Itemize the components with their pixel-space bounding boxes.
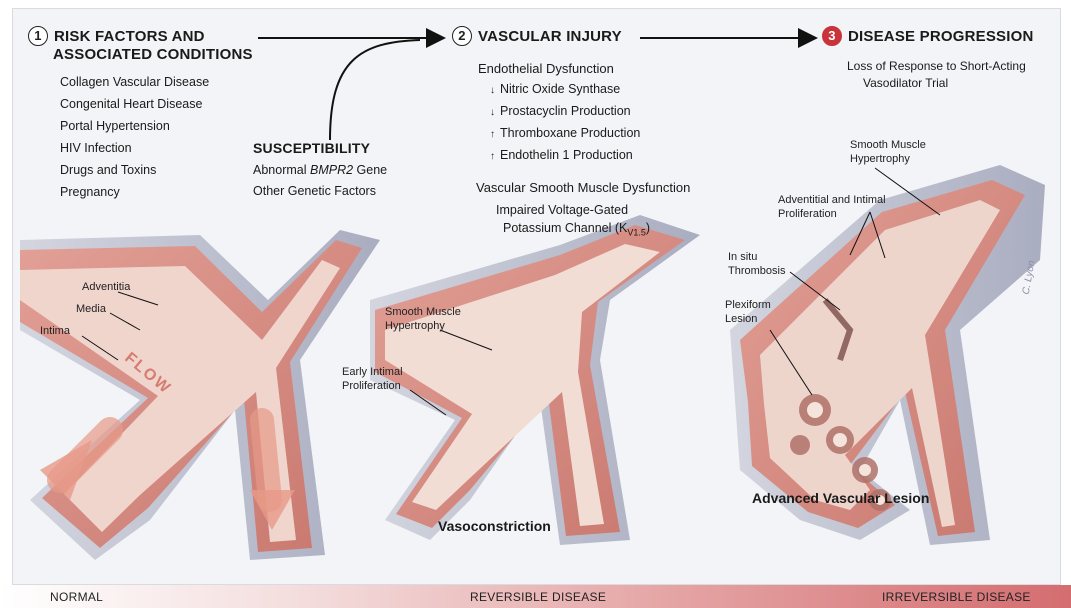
step-1-title-line1: RISK FACTORS AND: [54, 28, 205, 45]
step-1-heading: 1 RISK FACTORS AND: [28, 26, 205, 46]
vascular-injury-block: Endothelial Dysfunction ↓Nitric Oxide Sy…: [478, 58, 640, 167]
risk-factor-item: Drugs and Toxins: [60, 159, 209, 181]
label-intima: Intima: [40, 324, 70, 338]
risk-factor-item: Portal Hypertension: [60, 115, 209, 137]
injury-item: ↓Prostacyclin Production: [490, 101, 640, 123]
label-adventitia: Adventitia: [82, 280, 130, 294]
channel-line2: Potassium Channel (KV1.5): [503, 218, 650, 244]
risk-factor-item: Pregnancy: [60, 181, 209, 203]
susceptibility-block: SUSCEPTIBILITY Abnormal BMPR2 Gene Other…: [253, 140, 387, 202]
bar-label-normal: NORMAL: [50, 590, 103, 604]
bar-label-reversible: REVERSIBLE DISEASE: [470, 590, 606, 604]
risk-factor-item: Collagen Vascular Disease: [60, 71, 209, 93]
endothelial-title: Endothelial Dysfunction: [478, 58, 640, 79]
susceptibility-arrow: [330, 40, 420, 140]
injury-item: ↓Nitric Oxide Synthase: [490, 79, 640, 101]
step-2-title: VASCULAR INJURY: [478, 28, 622, 45]
progression-text: Loss of Response to Short-Acting Vasodil…: [847, 58, 1026, 92]
caption-advanced-lesion: Advanced Vascular Lesion: [752, 490, 929, 506]
step-2-number: 2: [452, 26, 472, 46]
label-media: Media: [76, 302, 106, 316]
risk-factor-item: HIV Infection: [60, 137, 209, 159]
step-2-heading: 2 VASCULAR INJURY: [452, 26, 622, 46]
step-1-title-line2: ASSOCIATED CONDITIONS: [53, 46, 253, 63]
risk-factor-item: Congenital Heart Disease: [60, 93, 209, 115]
progression-line2: Vasodilator Trial: [847, 75, 1026, 92]
susceptibility-gene: Abnormal BMPR2 Gene: [253, 160, 387, 181]
injury-item: ↑Thromboxane Production: [490, 123, 640, 145]
susceptibility-other: Other Genetic Factors: [253, 181, 387, 202]
disease-spectrum-bar: NORMAL REVERSIBLE DISEASE IRREVERSIBLE D…: [0, 585, 1071, 608]
vasoconstriction-vessel: [370, 215, 700, 545]
injury-item: ↑Endothelin 1 Production: [490, 145, 640, 167]
caption-vasoconstriction: Vasoconstriction: [438, 518, 551, 534]
progression-line1: Loss of Response to Short-Acting: [847, 58, 1026, 75]
step-3-title: DISEASE PROGRESSION: [848, 28, 1034, 45]
step-1-number: 1: [28, 26, 48, 46]
normal-vessel: [20, 230, 380, 560]
step-3-number: 3: [822, 26, 842, 46]
smooth-muscle-title: Vascular Smooth Muscle Dysfunction: [476, 177, 690, 198]
bar-label-irreversible: IRREVERSIBLE DISEASE: [882, 590, 1031, 604]
advanced-lesion-vessel: [730, 165, 1045, 545]
risk-factor-list: Collagen Vascular Disease Congenital Hea…: [60, 71, 209, 203]
susceptibility-title: SUSCEPTIBILITY: [253, 140, 387, 156]
step-3-heading: 3 DISEASE PROGRESSION: [822, 26, 1034, 46]
